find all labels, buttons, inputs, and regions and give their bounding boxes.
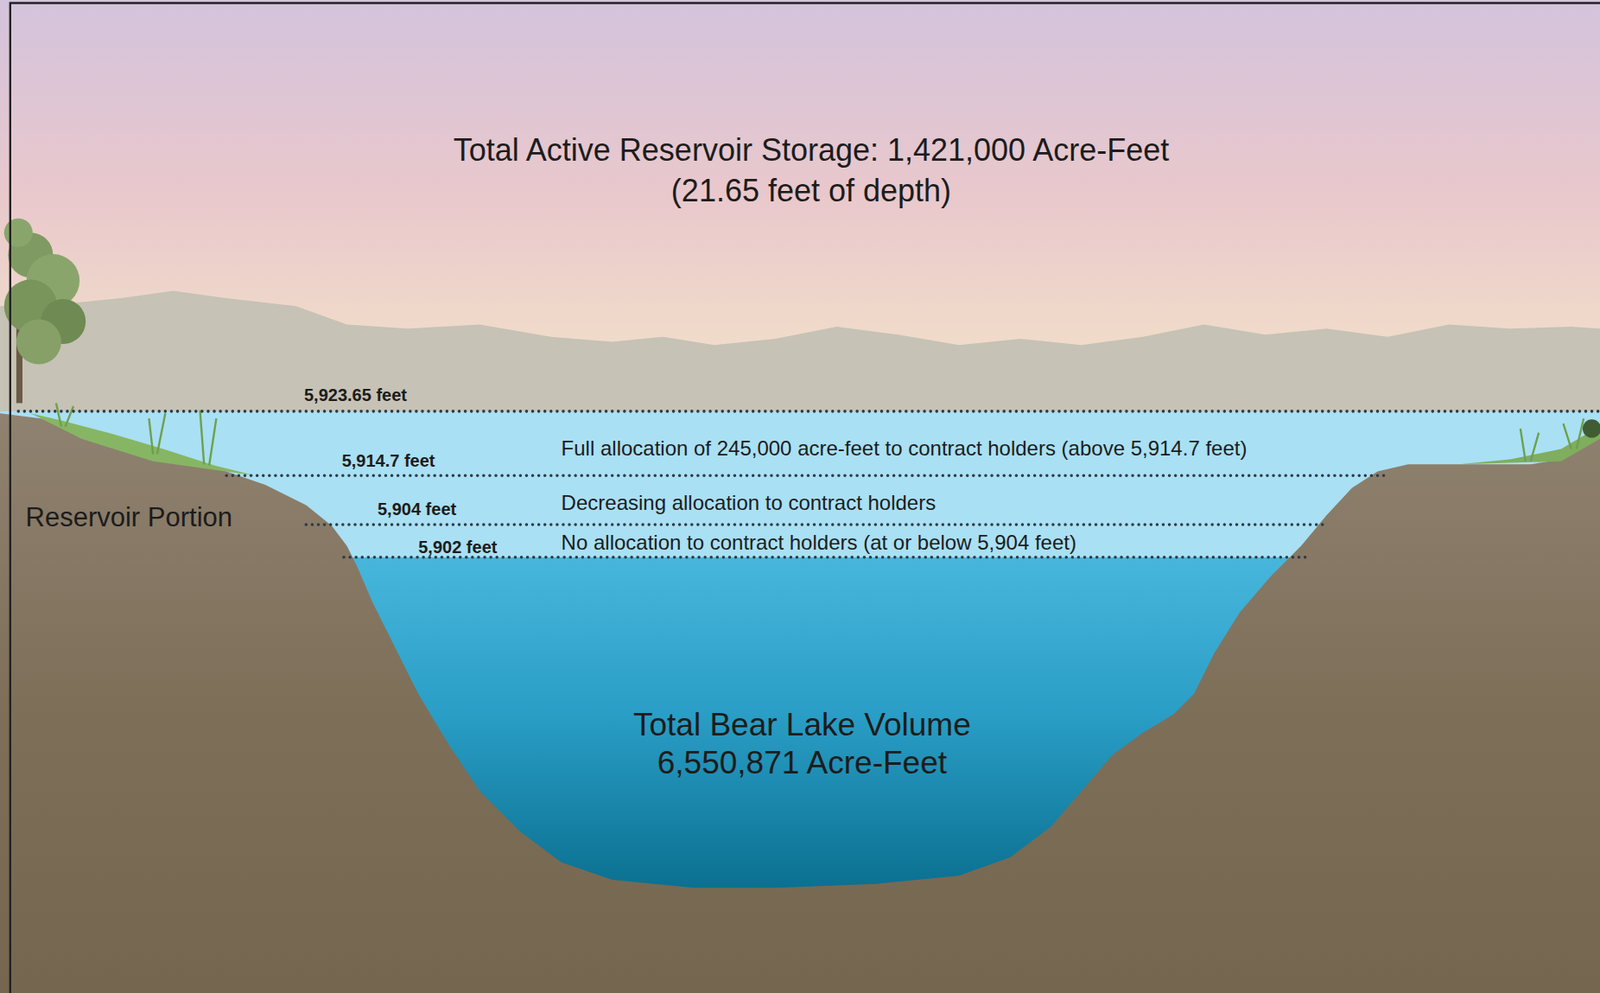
elevation-label: 5,914.7 feet — [342, 450, 436, 471]
allocation-note: No allocation to contract holders (at or… — [561, 530, 1077, 556]
elevation-label: 5,923.65 feet — [304, 384, 407, 406]
region-label: Reservoir Portion — [25, 501, 233, 534]
allocation-note: Decreasing allocation to contract holder… — [561, 490, 937, 516]
elevation-label: 5,902 feet — [418, 536, 497, 558]
lake-volume-label: Total Bear Lake Volume 6,550,871 Acre-Fe… — [598, 705, 1005, 783]
elevation-lines — [18, 411, 1600, 558]
grass — [30, 402, 1600, 476]
tree — [4, 218, 86, 404]
mountains — [0, 291, 1600, 429]
frame — [10, 3, 1600, 993]
allocation-note: Full allocation of 245,000 acre-feet to … — [561, 435, 1248, 461]
title: Total Active Reservoir Storage: 1,421,00… — [453, 131, 1169, 169]
elevation-label: 5,904 feet — [377, 498, 457, 520]
sky — [0, 0, 1600, 429]
subtitle: (21.65 feet of depth) — [671, 171, 952, 210]
ground-left — [0, 412, 1600, 993]
